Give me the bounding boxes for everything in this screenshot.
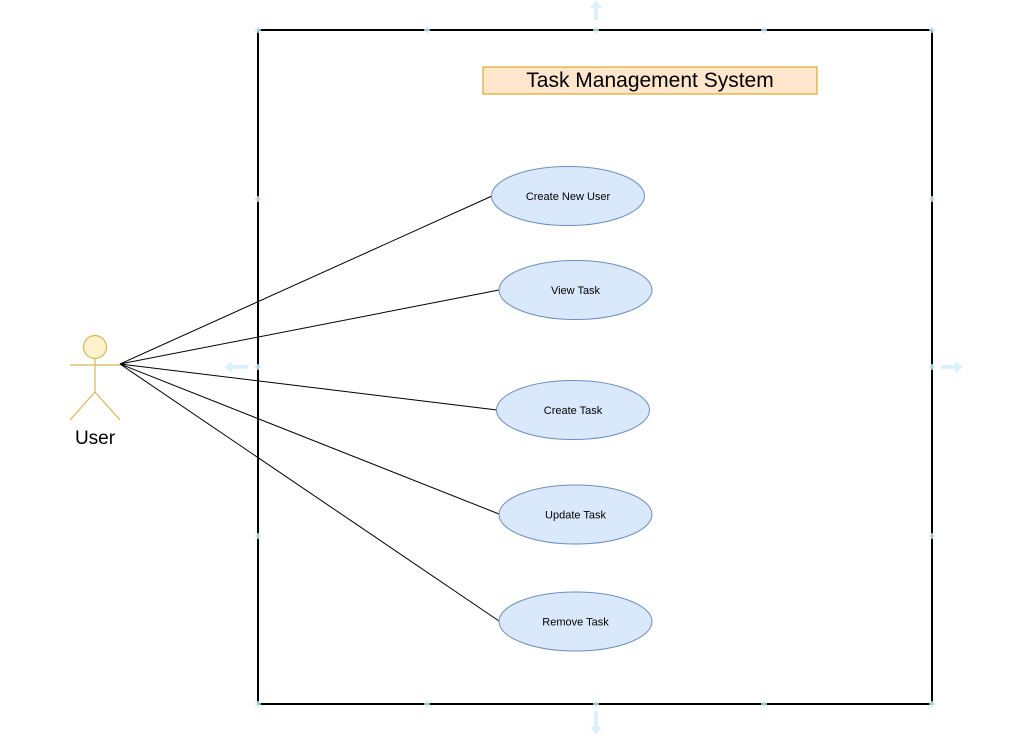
handle-top-3-icon[interactable]: [761, 27, 767, 33]
association-remove-task[interactable]: [119, 363, 500, 622]
handle-left-2-icon[interactable]: [255, 364, 261, 370]
actor-user[interactable]: User: [69, 334, 121, 450]
handle-bottom-right-icon[interactable]: [929, 701, 935, 707]
system-title-background: [482, 66, 818, 95]
handle-right-1-icon[interactable]: [929, 196, 935, 202]
use-case-update-task[interactable]: Update Task: [498, 484, 653, 545]
handle-top-left-icon[interactable]: [255, 27, 261, 33]
system-title: Task Management System: [526, 69, 773, 92]
resize-arrow-right-icon[interactable]: [941, 361, 963, 373]
resize-arrow-left-icon[interactable]: [224, 361, 248, 373]
system-title-box[interactable]: Task Management System: [482, 66, 818, 95]
use-case-view-task[interactable]: View Task: [498, 260, 653, 320]
handle-top-right-icon[interactable]: [929, 27, 935, 33]
handle-top-2-icon[interactable]: [593, 27, 599, 33]
handle-right-2-icon[interactable]: [929, 364, 935, 370]
handle-left-3-icon[interactable]: [255, 533, 261, 539]
selection-arrows: [224, 0, 963, 735]
association-update-task[interactable]: [119, 363, 500, 515]
handle-top-1-icon[interactable]: [424, 27, 430, 33]
use-case-shape: [498, 260, 653, 320]
association-edges: [119, 195, 500, 622]
handle-bottom-left-icon[interactable]: [255, 701, 261, 707]
selection-handles: [255, 27, 935, 707]
use-case-create-new-user[interactable]: Create New User: [491, 166, 645, 226]
use-case-create-task[interactable]: Create Task: [496, 380, 650, 440]
use-case-label: Remove Task: [542, 617, 609, 629]
actor-figure-icon: [69, 334, 121, 421]
resize-arrow-bottom-icon[interactable]: [590, 711, 602, 735]
use-case-label: Create New User: [526, 191, 611, 203]
use-case-label: View Task: [551, 285, 601, 297]
handle-right-3-icon[interactable]: [929, 533, 935, 539]
handle-bottom-3-icon[interactable]: [761, 701, 767, 707]
association-create-new-user[interactable]: [119, 195, 493, 365]
use-case-label: Create Task: [544, 405, 603, 417]
actor-label: User: [75, 428, 116, 449]
use-case-shape: [491, 166, 645, 226]
use-case-remove-task[interactable]: Remove Task: [498, 591, 653, 652]
association-view-task[interactable]: [119, 289, 500, 365]
handle-bottom-2-icon[interactable]: [593, 701, 599, 707]
association-create-task[interactable]: [119, 363, 498, 411]
use-case-shape: [496, 380, 650, 440]
handle-left-1-icon[interactable]: [255, 196, 261, 202]
use-case-shape: [498, 591, 653, 652]
use-case-shape: [498, 484, 653, 545]
use-case-label: Update Task: [545, 510, 606, 522]
resize-arrow-top-icon[interactable]: [590, 0, 602, 20]
handle-bottom-1-icon[interactable]: [424, 701, 430, 707]
